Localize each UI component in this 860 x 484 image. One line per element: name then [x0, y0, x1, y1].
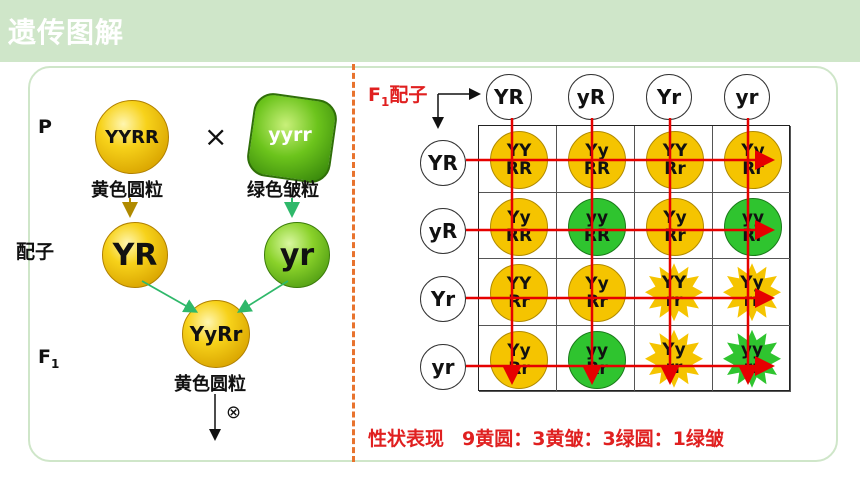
parent2-genotype: yyrr [268, 124, 312, 146]
row-gamete-2: Yr [420, 276, 466, 322]
col-gamete-2: Yr [646, 74, 692, 120]
p-label: P [38, 116, 52, 138]
summary-label: 性状表现 [368, 428, 445, 450]
gamete2-genotype: yr [279, 237, 315, 273]
offspring-genotype-top: yy [740, 339, 764, 360]
offspring-genotype-bottom: RR [583, 159, 611, 180]
gamete1-pea: YR [102, 222, 168, 288]
col-gamete-0: YR [486, 74, 532, 120]
row-gamete-3: yr [420, 344, 466, 390]
offspring-genotype-top: Yy [740, 273, 764, 294]
row-gamete-0: YR [420, 140, 466, 186]
row-gamete-1: yR [420, 208, 466, 254]
gamete2-pea: yr [264, 222, 330, 288]
arrow-g2-f1 [236, 280, 289, 313]
summary-ratio: 9黄圆：3黄皱：3绿圆：1绿皱 [462, 428, 724, 450]
offspring-genotype-top: YY [661, 273, 687, 294]
phenotype-summary: 性状表现 9黄圆：3黄皱：3绿圆：1绿皱 [368, 424, 724, 451]
offspring-genotype-top: Yy [662, 339, 686, 360]
f1-genotype: YyRr [189, 322, 243, 346]
gamete-label: 配子 [16, 241, 55, 263]
f1-phenotype: 黄色圆粒 [174, 374, 246, 395]
parent1-phenotype: 黄色圆粒 [91, 180, 163, 201]
parent1-genotype: YYRR [105, 126, 159, 148]
gamete1-genotype: YR [112, 237, 158, 273]
page-title: 遗传图解 [8, 16, 125, 49]
f1-label: F1 [38, 346, 60, 371]
col-gamete-1: yR [568, 74, 614, 120]
parent2-phenotype: 绿色皱粒 [247, 180, 319, 201]
header-bar: 遗传图解 [0, 0, 860, 62]
selfing-symbol: ⊗ [226, 402, 242, 423]
f1-gamete-label: F1配子 [368, 84, 428, 109]
dashed-divider [352, 64, 355, 462]
arrow-g1-f1 [141, 280, 199, 313]
cross-symbol: × [204, 120, 228, 153]
parent1-pea: YYRR [95, 100, 169, 174]
col-gamete-3: yr [724, 74, 770, 120]
